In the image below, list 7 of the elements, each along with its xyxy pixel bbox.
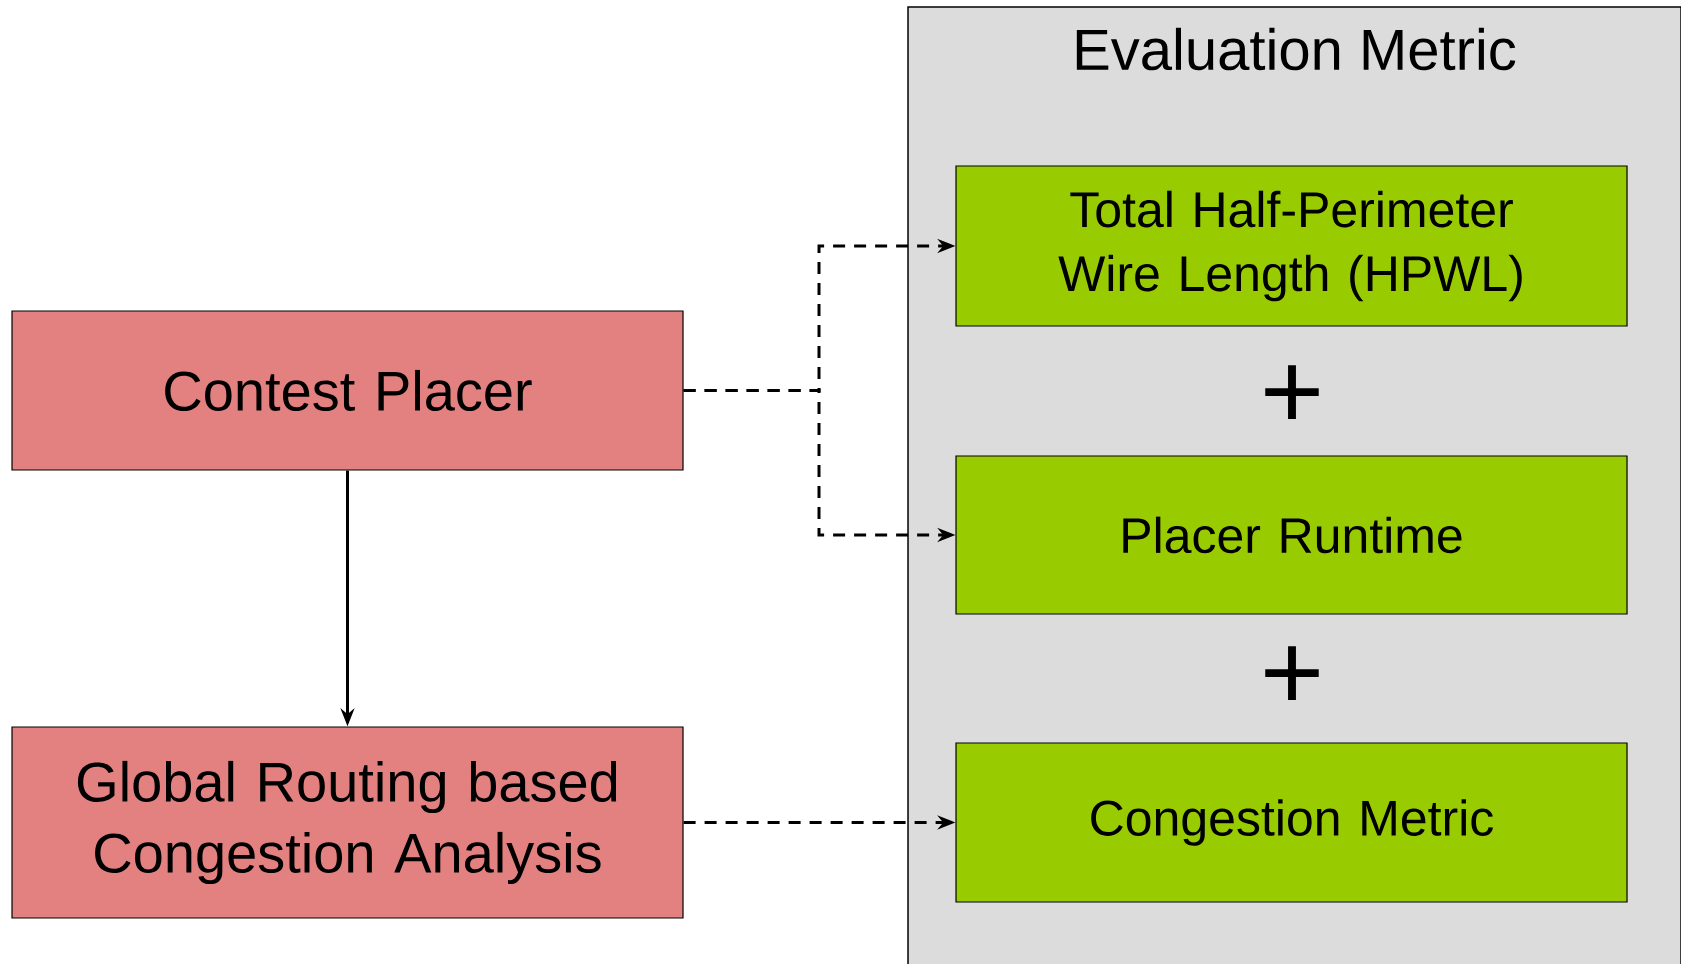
- metric-box: Congestion Metric: [955, 742, 1628, 903]
- metric-box: Total Half-Perimeter Wire Length (HPWL): [955, 165, 1628, 327]
- plus-sign: +: [1265, 646, 1319, 701]
- process-box: Contest Placer: [11, 310, 684, 471]
- process-box: Global Routing based Congestion Analysis: [11, 726, 684, 919]
- metric-box: Placer Runtime: [955, 455, 1628, 615]
- plus-sign: +: [1265, 365, 1319, 420]
